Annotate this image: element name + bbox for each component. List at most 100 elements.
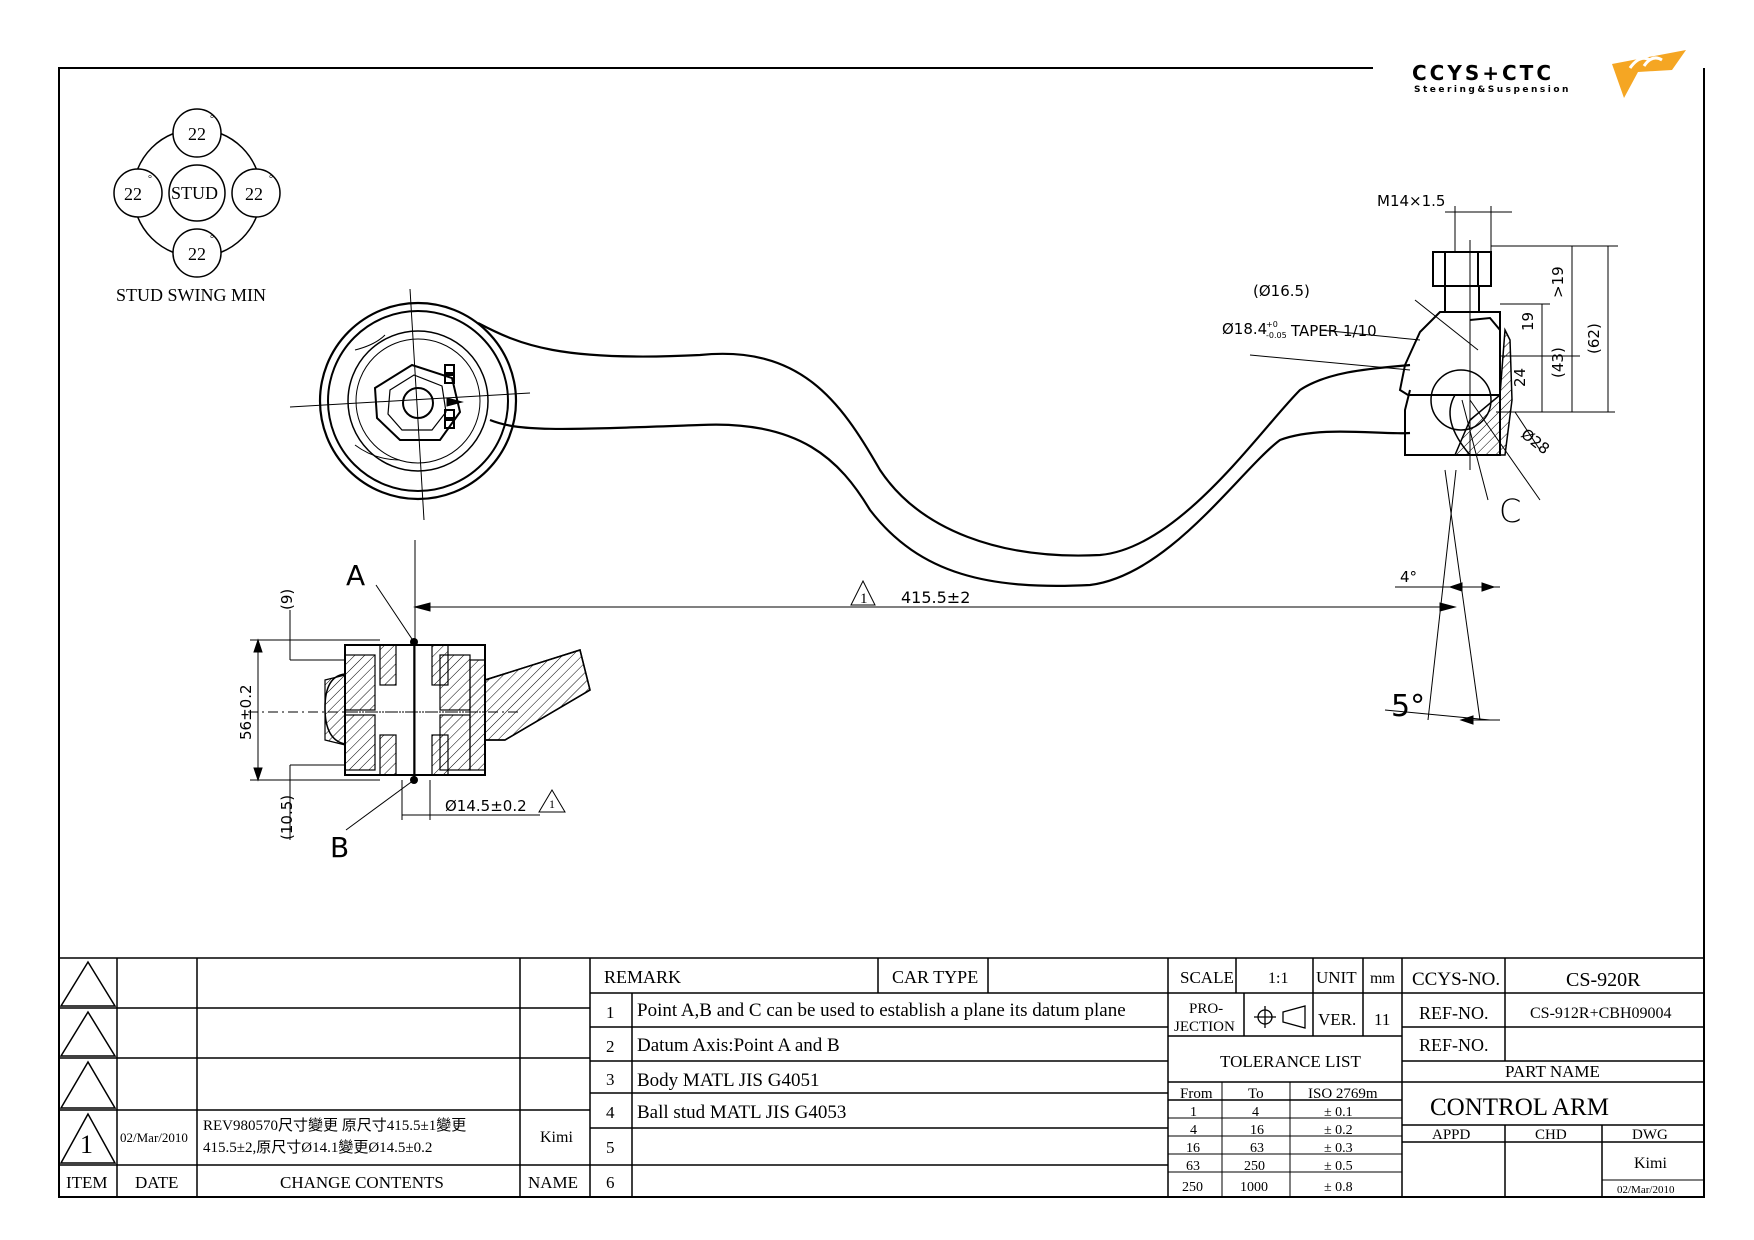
ccys-no-label: CCYS-NO. — [1412, 969, 1500, 990]
dim-43: (43) — [1549, 347, 1567, 378]
title-block-grid — [59, 957, 1704, 1197]
tol-header-from: From — [1180, 1086, 1213, 1102]
logo-tagline: Steering&Suspension — [1414, 85, 1571, 95]
projection-symbol-icon — [1254, 1005, 1306, 1029]
dim-gt19: >19 — [1549, 266, 1567, 298]
projection-label-2: JECTION — [1174, 1019, 1235, 1035]
remark-no-3: 3 — [606, 1070, 615, 1089]
tol-val-3: ± 0.3 — [1324, 1141, 1353, 1156]
tol-from-2: 4 — [1190, 1123, 1197, 1138]
rev-date-1: 02/Mar/2010 — [120, 1130, 188, 1145]
ref-no-2-label: REF-NO. — [1419, 1035, 1489, 1055]
control-arm-body — [477, 322, 1411, 587]
dim-105: (10.5) — [278, 795, 296, 840]
bushing-eye — [318, 301, 518, 501]
tol-to-2: 16 — [1250, 1123, 1264, 1138]
swing-top-deg: ° — [210, 114, 214, 125]
sheet-border — [58, 67, 1705, 1198]
dim-d184-tol-plus: +0 — [1266, 320, 1278, 329]
rev-contents-1b: 415.5±2,原尺寸Ø14.1變更Ø14.5±0.2 — [203, 1139, 432, 1156]
logo-brand: CCYS+CTC — [1412, 61, 1554, 85]
remark-no-5: 5 — [606, 1138, 615, 1157]
swing-bottom-deg: ° — [210, 234, 214, 245]
arm-section-hatch — [484, 649, 591, 741]
point-b-label: B — [330, 831, 349, 864]
dwg-name: Kimi — [1634, 1155, 1667, 1172]
ref-no-1-label: REF-NO. — [1419, 1003, 1489, 1023]
dim-9: (9) — [278, 589, 296, 610]
tol-from-1: 1 — [1190, 1105, 1197, 1120]
tol-to-5: 1000 — [1240, 1180, 1268, 1195]
remark-header: REMARK — [604, 967, 681, 987]
stud-swing-diagram — [113, 108, 281, 278]
tol-to-3: 63 — [1250, 1141, 1264, 1156]
dim-24: 24 — [1511, 368, 1529, 387]
part-name: CONTROL ARM — [1430, 1094, 1609, 1121]
remark-no-2: 2 — [606, 1037, 615, 1056]
rev-name-1: Kimi — [540, 1129, 573, 1146]
angle-dimensions — [1384, 582, 1500, 725]
revision-flags — [59, 960, 117, 1164]
dwg-date: 02/Mar/2010 — [1617, 1184, 1675, 1196]
remark-text-1: Point A,B and C can be used to establish… — [637, 1000, 1126, 1021]
header-change-contents: CHANGE CONTENTS — [280, 1173, 444, 1192]
dim-4deg: 4° — [1400, 568, 1417, 586]
ccys-no-value: CS-920R — [1566, 969, 1641, 991]
dim-5deg: 5° — [1391, 689, 1425, 724]
tolerance-title: TOLERANCE LIST — [1220, 1052, 1361, 1071]
remark-no-6: 6 — [606, 1173, 615, 1192]
point-c-label: C — [1499, 492, 1521, 530]
car-type-label: CAR TYPE — [892, 967, 978, 987]
logo-mark-icon — [1612, 50, 1686, 98]
swing-right-deg: ° — [269, 174, 273, 185]
tol-from-5: 250 — [1182, 1180, 1203, 1195]
tol-from-3: 16 — [1186, 1141, 1200, 1156]
tol-to-4: 250 — [1244, 1159, 1265, 1174]
dim-d184: Ø18.4 — [1222, 320, 1267, 338]
section-hatched-parts — [324, 644, 486, 776]
swing-caption: STUD SWING MIN — [116, 285, 266, 305]
dim-56: 56±0.2 — [237, 684, 255, 740]
ball-joint-lines — [1249, 206, 1618, 721]
part-name-label: PART NAME — [1505, 1062, 1600, 1081]
swing-right: 22 — [245, 184, 263, 204]
ver-label: VER. — [1318, 1010, 1356, 1029]
dim-thread: M14×1.5 — [1377, 192, 1445, 210]
ref-no-1-value: CS-912R+CBH09004 — [1530, 1005, 1672, 1022]
dim-taper: TAPER 1/10 — [1290, 322, 1377, 340]
swing-left: 22 — [124, 184, 142, 204]
swing-left-deg: ° — [148, 174, 152, 185]
projection-label-1: PRO- — [1189, 1001, 1223, 1017]
remark-text-3: Body MATL JIS G4051 — [637, 1070, 819, 1091]
rev-contents-1a: REV980570尺寸變更 原尺寸415.5±1變更 — [203, 1117, 466, 1134]
tol-to-1: 4 — [1252, 1105, 1259, 1120]
bushing-centerlines — [289, 288, 531, 521]
remark-text-2: Datum Axis:Point A and B — [637, 1035, 840, 1056]
dim-d165: (Ø16.5) — [1253, 282, 1310, 300]
swing-bottom: 22 — [188, 244, 206, 264]
unit-value: mm — [1370, 970, 1395, 987]
scale-label: SCALE — [1180, 968, 1234, 987]
rev-item-1: 1 — [80, 1130, 93, 1159]
tol-val-5: ± 0.8 — [1324, 1180, 1353, 1195]
dim-d28: Ø28 — [1518, 425, 1553, 458]
length-value: 415.5±2 — [901, 588, 970, 607]
tol-val-2: ± 0.2 — [1324, 1123, 1353, 1138]
length-dimension — [413, 540, 1457, 780]
ball-joint-dimension-lines — [1514, 246, 1609, 451]
appd-label: APPD — [1432, 1127, 1471, 1143]
dim-bore: Ø14.5±0.2 — [445, 797, 527, 815]
ball-socket-section — [1453, 327, 1513, 456]
remark-text-4: Ball stud MATL JIS G4053 — [637, 1102, 846, 1123]
unit-label: UNIT — [1316, 968, 1357, 987]
chd-label: CHD — [1535, 1127, 1567, 1143]
remark-no-4: 4 — [606, 1103, 615, 1122]
header-item: ITEM — [66, 1173, 108, 1192]
company-logo: CCYS+CTC Steering&Suspension — [1412, 50, 1686, 98]
swing-top: 22 — [188, 124, 206, 144]
length-flag-number: 1 — [860, 591, 868, 607]
dim-62: (62) — [1585, 323, 1603, 354]
dim-19: 19 — [1519, 312, 1537, 331]
section-leaders — [250, 584, 566, 840]
